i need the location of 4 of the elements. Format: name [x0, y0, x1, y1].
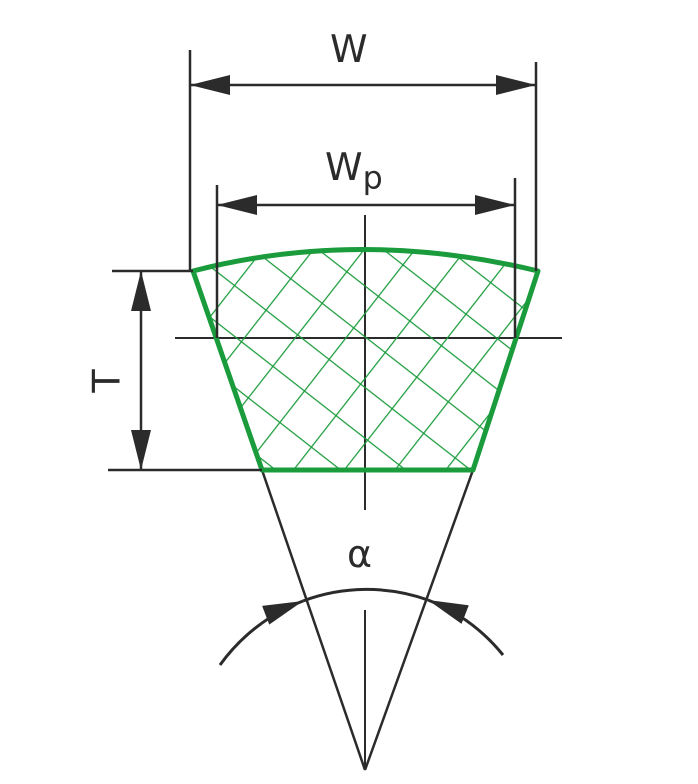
- dimension-label: W: [330, 30, 368, 68]
- dimension-label: W$_{p}$: [325, 148, 383, 196]
- dimension-label: T: [88, 369, 126, 393]
- angle-label: α: [347, 535, 372, 573]
